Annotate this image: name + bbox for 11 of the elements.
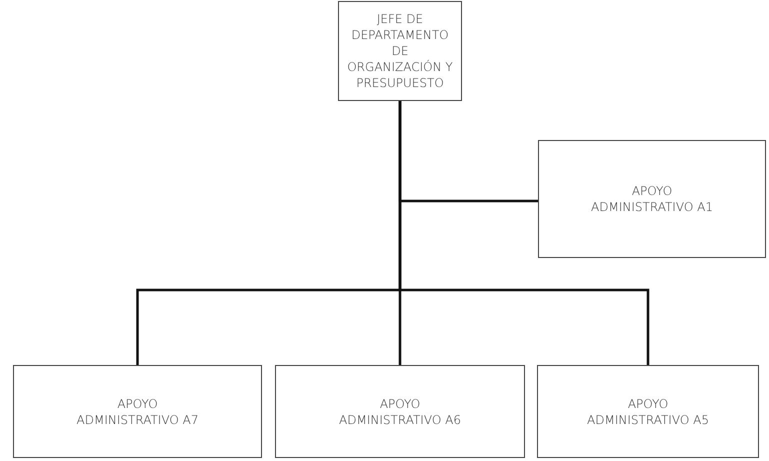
- org-box: [338, 1, 462, 101]
- position-title: APOYO ADMINISTRATIVO A6: [338, 396, 462, 428]
- org-box: [537, 365, 759, 458]
- org-box: [13, 365, 262, 458]
- position-title: APOYO ADMINISTRATIVO A5: [586, 396, 710, 428]
- position-title: JEFE DE DEPARTAMENTO DE ORGANIZACIÓN Y PRESUPUESTO: [346, 11, 454, 91]
- position-title: APOYO ADMINISTRATIVO A7: [76, 396, 200, 428]
- org-box: [275, 365, 525, 458]
- org-box: [538, 140, 766, 258]
- position-title: APOYO ADMINISTRATIVO A1: [590, 183, 714, 215]
- connector-line: [398, 101, 650, 365]
